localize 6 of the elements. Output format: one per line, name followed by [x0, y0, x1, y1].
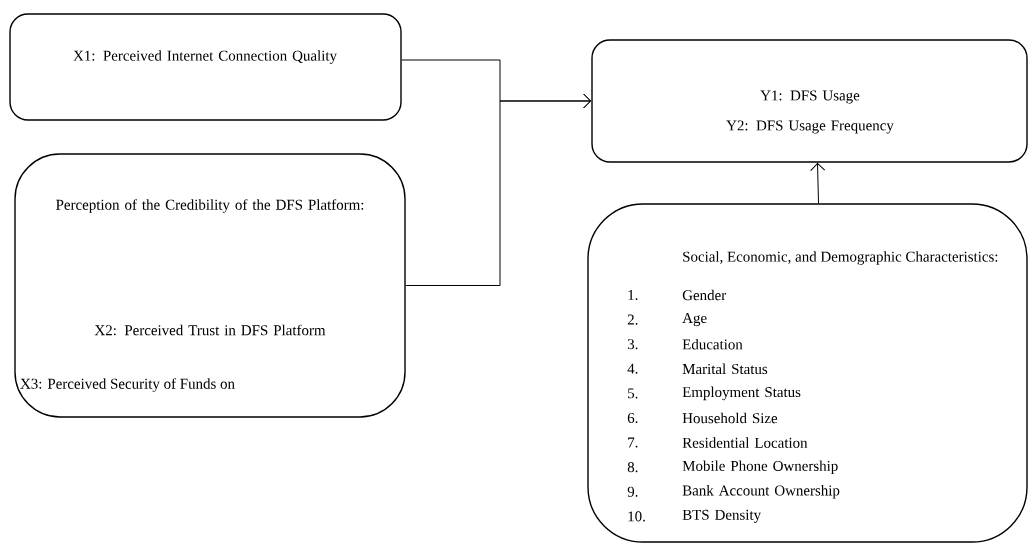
rounded-box: Social, Economic, and Demographic Characteristics: 1. Gender 2. Age 3. Education 4. Marital Status 5. Employment Status 6. Household Size 7. Residential Location 8. Mobile Phone Ownership 9. Bank Account Ownership 10. BTS Density — [587, 203, 1028, 543]
arrow — [810, 162, 826, 204]
rounded-box: X1: Perceived Internet Connection Quality — [9, 13, 402, 121]
rounded-box: Perception of the Credibility of the DFS Platform: X2: Perceived Trust in DFS Platform X3: Perceived Security of Funds on — [14, 153, 406, 418]
arrow — [405, 93, 592, 286]
rounded-box: Y1: DFS Usage Y2: DFS Usage Frequency — [591, 39, 1028, 163]
